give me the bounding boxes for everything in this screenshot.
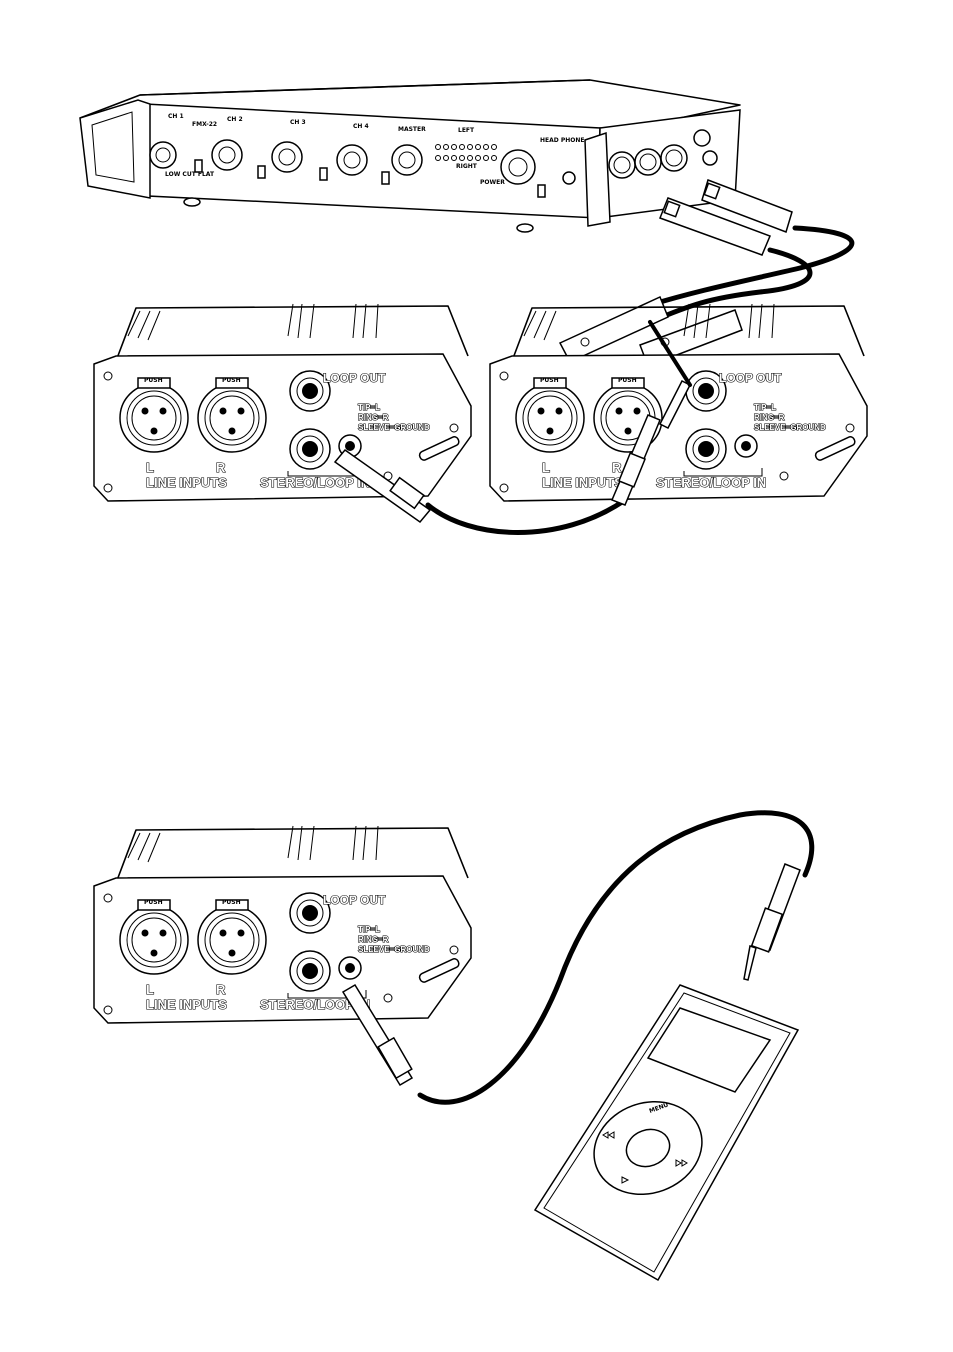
ch3-label: CH 3: [290, 119, 306, 126]
xlr-brand-c-l: PUSH: [144, 899, 163, 906]
master-label: MASTER: [398, 126, 426, 133]
wiring-label-c-ring: RING=R: [358, 935, 389, 944]
line-inputs-label-a: LINE INPUTS: [146, 475, 227, 490]
headphone-label: HEAD PHONE: [540, 137, 584, 144]
xlr-brand-b-r: PUSH: [618, 377, 637, 384]
wiring-label-a-sleeve: SLEEVE=GROUND: [358, 423, 430, 432]
loop-out-label-c: LOOP OUT: [323, 893, 386, 907]
wiring-label-a-ring: RING=R: [358, 413, 389, 422]
xlr-brand-c-r: PUSH: [222, 899, 241, 906]
wiring-label-b-sleeve: SLEEVE=GROUND: [754, 423, 826, 432]
interface-unit-left: LOOP OUT TIP=L RING=R SLEEVE=GROUND L R …: [93, 303, 472, 502]
wiring-label-b-ring: RING=R: [754, 413, 785, 422]
loop-out-label-b: LOOP OUT: [719, 371, 782, 385]
right-label-a: R: [216, 460, 226, 475]
ch4-label: CH 4: [353, 123, 369, 130]
left-label-b: L: [542, 460, 550, 475]
meter-left-label: LEFT: [458, 127, 475, 134]
wiring-label-c-tip: TIP=L: [358, 925, 380, 934]
line-inputs-label-c: LINE INPUTS: [146, 997, 227, 1012]
stereo-loop-in-label-c: STEREO/LOOP IN: [260, 997, 370, 1012]
player-cable: [341, 810, 815, 1105]
low-cut-label: LOW CUT FLAT: [165, 171, 215, 178]
meter-right-label: RIGHT: [456, 163, 478, 170]
stereo-loop-in-label-a: STEREO/LOOP IN: [260, 475, 370, 490]
loop-out-label-a: LOOP OUT: [323, 371, 386, 385]
wiring-label-c-sleeve: SLEEVE=GROUND: [358, 945, 430, 954]
interface-unit-bottom: LOOP OUT TIP=L RING=R SLEEVE=GROUND L R …: [93, 825, 472, 1024]
field-mixer: CH 1 CH 2 CH 3 CH 4 MASTER FMX-22 LEFT R…: [79, 79, 741, 233]
wiring-label-a-tip: TIP=L: [358, 403, 380, 412]
loop-jumper-cable: [333, 320, 692, 535]
mixer-model-label: FMX-22: [192, 121, 217, 128]
left-label-a: L: [146, 460, 154, 475]
xlr-brand-a-r: PUSH: [222, 377, 241, 384]
wiring-label-b-tip: TIP=L: [754, 403, 776, 412]
power-label: POWER: [480, 179, 505, 186]
ch2-label: CH 2: [227, 116, 243, 123]
mixer-output-cables: [558, 179, 855, 367]
music-player: MENU: [533, 984, 800, 1282]
ch1-label: CH 1: [168, 113, 184, 120]
xlr-brand-a-l: PUSH: [144, 377, 163, 384]
xlr-brand-b-l: PUSH: [540, 377, 559, 384]
stereo-loop-in-label-b: STEREO/LOOP IN: [656, 475, 766, 490]
left-label-c: L: [146, 982, 154, 997]
right-label-b: R: [612, 460, 622, 475]
line-inputs-label-b: LINE INPUTS: [542, 475, 623, 490]
right-label-c: R: [216, 982, 226, 997]
interface-unit-right: LOOP OUT TIP=L RING=R SLEEVE=GROUND L R …: [489, 303, 868, 502]
